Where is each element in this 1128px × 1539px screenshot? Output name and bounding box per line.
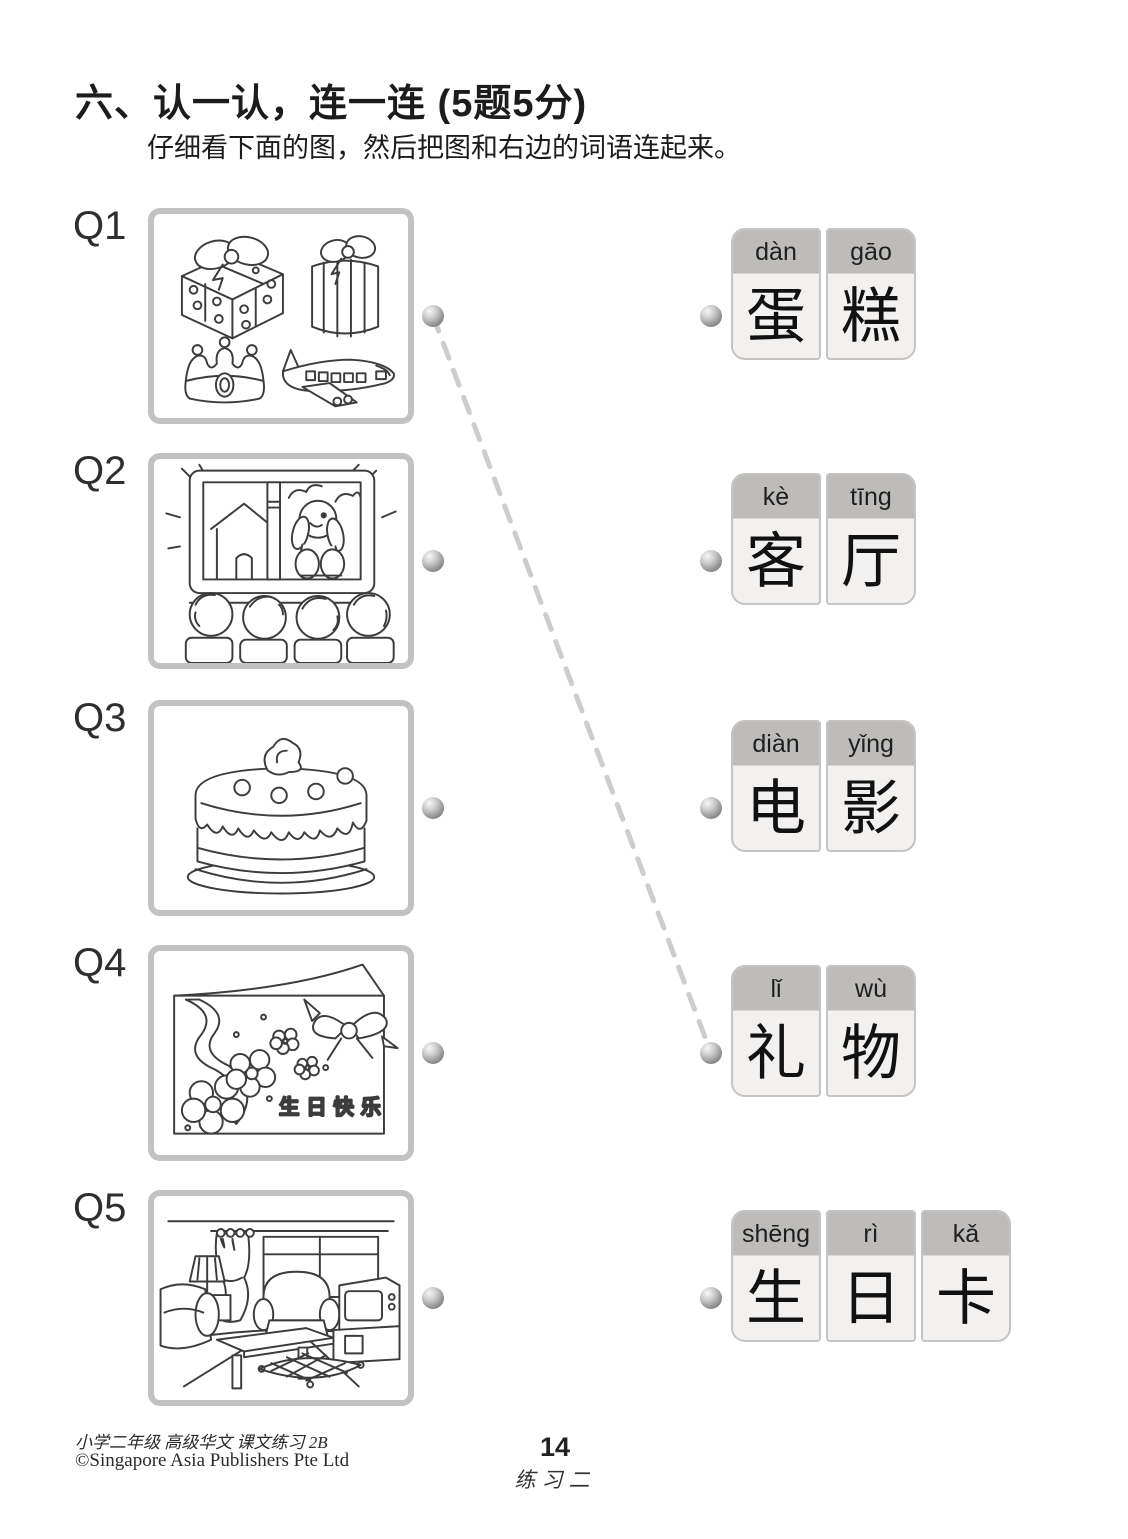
answer-word-dangao: dàn 蛋 gāo 糕 — [731, 228, 916, 360]
footer-copyright: ©Singapore Asia Publishers Pte Ltd — [75, 1450, 350, 1471]
syllable-card: tīng 厅 — [826, 473, 916, 605]
answer-2-dot[interactable] — [700, 550, 722, 572]
syllable-card: yǐng 影 — [826, 720, 916, 852]
footer-book-title: 小学二年级 高级华文 课文练习 2B — [75, 1433, 328, 1452]
question-2-image-box — [148, 453, 414, 669]
answer-word-dianying: diàn 电 yǐng 影 — [731, 720, 916, 852]
syllable-card: kǎ 卡 — [921, 1210, 1011, 1342]
living-room-drawing — [159, 1220, 401, 1390]
section-title: 六、认一认，连一连 (5题5分) — [75, 83, 588, 125]
question-4-image-box: 生日快乐 — [148, 945, 414, 1161]
question-2-label: Q2 — [73, 449, 127, 493]
children-watching-movie-drawing — [165, 463, 397, 663]
hanzi-character: 厅 — [841, 529, 901, 595]
answer-1-dot[interactable] — [700, 305, 722, 327]
hanzi-character: 礼 — [746, 1021, 806, 1087]
pinyin-label: yǐng — [828, 722, 914, 766]
drawn-answer-line — [430, 313, 714, 1056]
hanzi-character: 日 — [841, 1266, 901, 1332]
birthday-cake-drawing — [186, 737, 376, 895]
syllable-card: kè 客 — [731, 473, 821, 605]
answer-3-dot[interactable] — [700, 797, 722, 819]
hanzi-character: 影 — [841, 776, 901, 842]
pinyin-label: rì — [828, 1212, 914, 1256]
answer-5-dot[interactable] — [700, 1287, 722, 1309]
pinyin-label: diàn — [733, 722, 819, 766]
syllable-card: wù 物 — [826, 965, 916, 1097]
hanzi-character: 蛋 — [746, 284, 806, 350]
hanzi-character: 生 — [746, 1266, 806, 1332]
question-3-label: Q3 — [73, 696, 127, 740]
hanzi-character: 糕 — [841, 284, 901, 350]
question-1-label: Q1 — [73, 204, 127, 248]
pinyin-label: dàn — [733, 230, 819, 274]
question-4-dot[interactable] — [422, 1042, 444, 1064]
answer-4-dot[interactable] — [700, 1042, 722, 1064]
pinyin-label: lǐ — [733, 967, 819, 1011]
answer-word-keting: kè 客 tīng 厅 — [731, 473, 916, 605]
question-1-dot[interactable] — [422, 305, 444, 327]
question-5-image-box — [148, 1190, 414, 1406]
syllable-card: shēng 生 — [731, 1210, 821, 1342]
question-5-label: Q5 — [73, 1186, 127, 1230]
pinyin-label: gāo — [828, 230, 914, 274]
answer-word-shengrika: shēng 生 rì 日 kǎ 卡 — [731, 1210, 1011, 1342]
question-2-dot[interactable] — [422, 550, 444, 572]
card-greeting-text: 生日快乐 — [279, 1095, 388, 1119]
pinyin-label: shēng — [733, 1212, 819, 1256]
answer-word-liwu: lǐ 礼 wù 物 — [731, 965, 916, 1097]
instruction-text: 仔细看下面的图，然后把图和右边的词语连起来。 — [147, 133, 741, 163]
hanzi-character: 客 — [746, 529, 806, 595]
question-4-label: Q4 — [73, 941, 127, 985]
question-1-image-box — [148, 208, 414, 424]
question-3-dot[interactable] — [422, 797, 444, 819]
question-3-image-box — [148, 700, 414, 916]
hanzi-character: 电 — [746, 776, 806, 842]
syllable-card: lǐ 礼 — [731, 965, 821, 1097]
birthday-card-drawing: 生日快乐 — [173, 963, 399, 1135]
hanzi-character: 卡 — [936, 1266, 996, 1332]
syllable-card: diàn 电 — [731, 720, 821, 852]
syllable-card: rì 日 — [826, 1210, 916, 1342]
pinyin-label: tīng — [828, 475, 914, 519]
pinyin-label: wù — [828, 967, 914, 1011]
pinyin-label: kǎ — [923, 1212, 1009, 1256]
syllable-card: dàn 蛋 — [731, 228, 821, 360]
gifts-crown-airplane-drawing — [180, 235, 395, 408]
pinyin-label: kè — [733, 475, 819, 519]
footer-exercise-label: 练习二 — [514, 1468, 596, 1492]
page-number: 14 — [539, 1432, 571, 1462]
question-5-dot[interactable] — [422, 1287, 444, 1309]
syllable-card: gāo 糕 — [826, 228, 916, 360]
hanzi-character: 物 — [841, 1021, 901, 1087]
